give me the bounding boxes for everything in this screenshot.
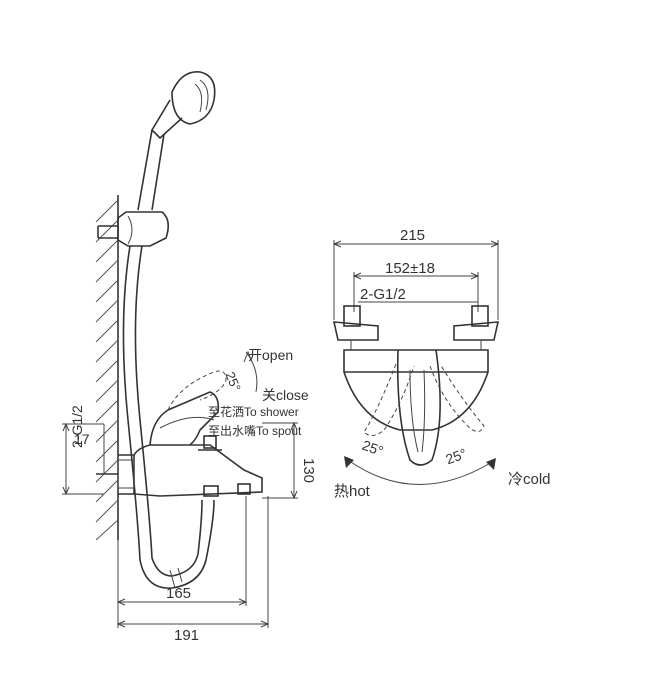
close-label: 关close bbox=[262, 387, 309, 403]
to-spout-label: 至出水嘴To spout bbox=[208, 424, 302, 438]
wall-hatching bbox=[95, 195, 119, 541]
side-view: 25° 开open 关close 至花洒To shower 至出水嘴To spo… bbox=[62, 71, 317, 644]
open-angle-arc bbox=[245, 351, 258, 393]
faucet-body bbox=[96, 370, 263, 497]
dim-165-191: 165 191 bbox=[116, 496, 270, 644]
hot-label: 热hot bbox=[334, 483, 371, 500]
rotation-arrow bbox=[344, 456, 496, 485]
dim-130-label: 130 bbox=[300, 458, 317, 483]
shower-head bbox=[137, 71, 216, 211]
open-label: 开open bbox=[248, 347, 293, 363]
cold-label: 冷cold bbox=[508, 471, 551, 488]
dim-152-label: 152±18 bbox=[385, 260, 435, 277]
dim-165-label: 165 bbox=[166, 585, 191, 602]
shower-hose bbox=[122, 245, 215, 589]
front-thread-label: 2-G1/2 bbox=[360, 286, 406, 303]
dim-215: 215 bbox=[332, 227, 500, 320]
dim-215-label: 215 bbox=[400, 227, 425, 244]
dim-191-label: 191 bbox=[174, 627, 199, 644]
shower-holder bbox=[97, 211, 170, 247]
dim-152: 152±18 bbox=[352, 260, 480, 312]
to-shower-label: 至花洒To shower bbox=[208, 404, 299, 419]
side-thread-label: 2-G1/2 bbox=[69, 405, 85, 448]
front-view: 215 152±18 2-G1/2 bbox=[332, 227, 551, 500]
faucet-front-body bbox=[343, 349, 489, 466]
angle-left-label: 25° bbox=[360, 437, 385, 459]
open-angle-label: 25° bbox=[223, 370, 244, 394]
dim-17-label: 17 bbox=[74, 431, 90, 447]
dim-17-thread: 17 2-G1/2 bbox=[62, 405, 105, 496]
angle-right-label: 25° bbox=[443, 445, 468, 467]
dim-130: 130 bbox=[262, 421, 317, 500]
wall-connectors bbox=[332, 305, 500, 350]
